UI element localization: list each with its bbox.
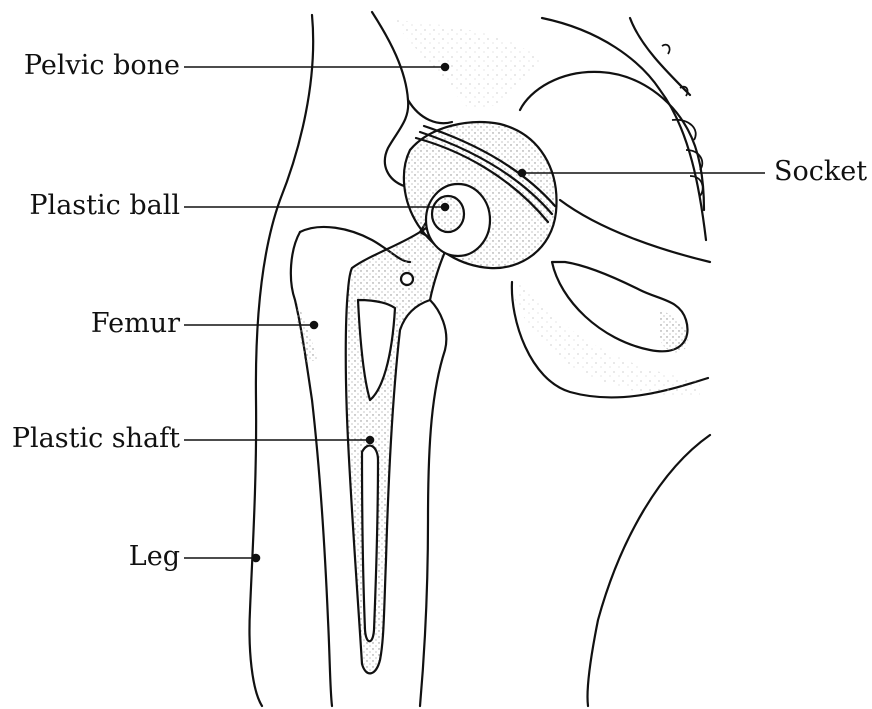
leg-outline-right <box>587 435 710 706</box>
pelvis-ring-outer <box>542 18 706 240</box>
stem-inner-lower <box>362 446 378 642</box>
leader-dot-plastic-ball <box>442 204 449 211</box>
label-pelvic-bone: Pelvic bone <box>24 52 180 79</box>
label-leg: Leg <box>129 543 180 570</box>
femur-outline-right <box>420 300 446 706</box>
leg-outline-left <box>250 15 314 706</box>
plastic-ball-inner <box>432 196 464 232</box>
stem-outer <box>346 218 452 673</box>
label-femur: Femur <box>91 310 180 337</box>
stem-hole <box>401 273 413 285</box>
femur-shading <box>296 300 318 362</box>
pelvis-inner-edge <box>408 100 452 123</box>
leader-dot-socket <box>519 170 526 177</box>
leader-dot-plastic-shaft <box>367 437 374 444</box>
pelvis-shading <box>390 20 540 110</box>
leader-dot-femur <box>311 322 318 329</box>
pelvis-ring-top <box>630 18 690 95</box>
leader-dot-leg <box>253 555 260 562</box>
pelvis-upper-edge <box>372 12 408 186</box>
label-plastic-ball: Plastic ball <box>29 192 180 219</box>
leader-dot-pelvic-bone <box>442 64 449 71</box>
label-socket: Socket <box>774 158 867 185</box>
label-plastic-shaft: Plastic shaft <box>12 425 180 452</box>
pelvis-lower-arch <box>560 200 710 262</box>
